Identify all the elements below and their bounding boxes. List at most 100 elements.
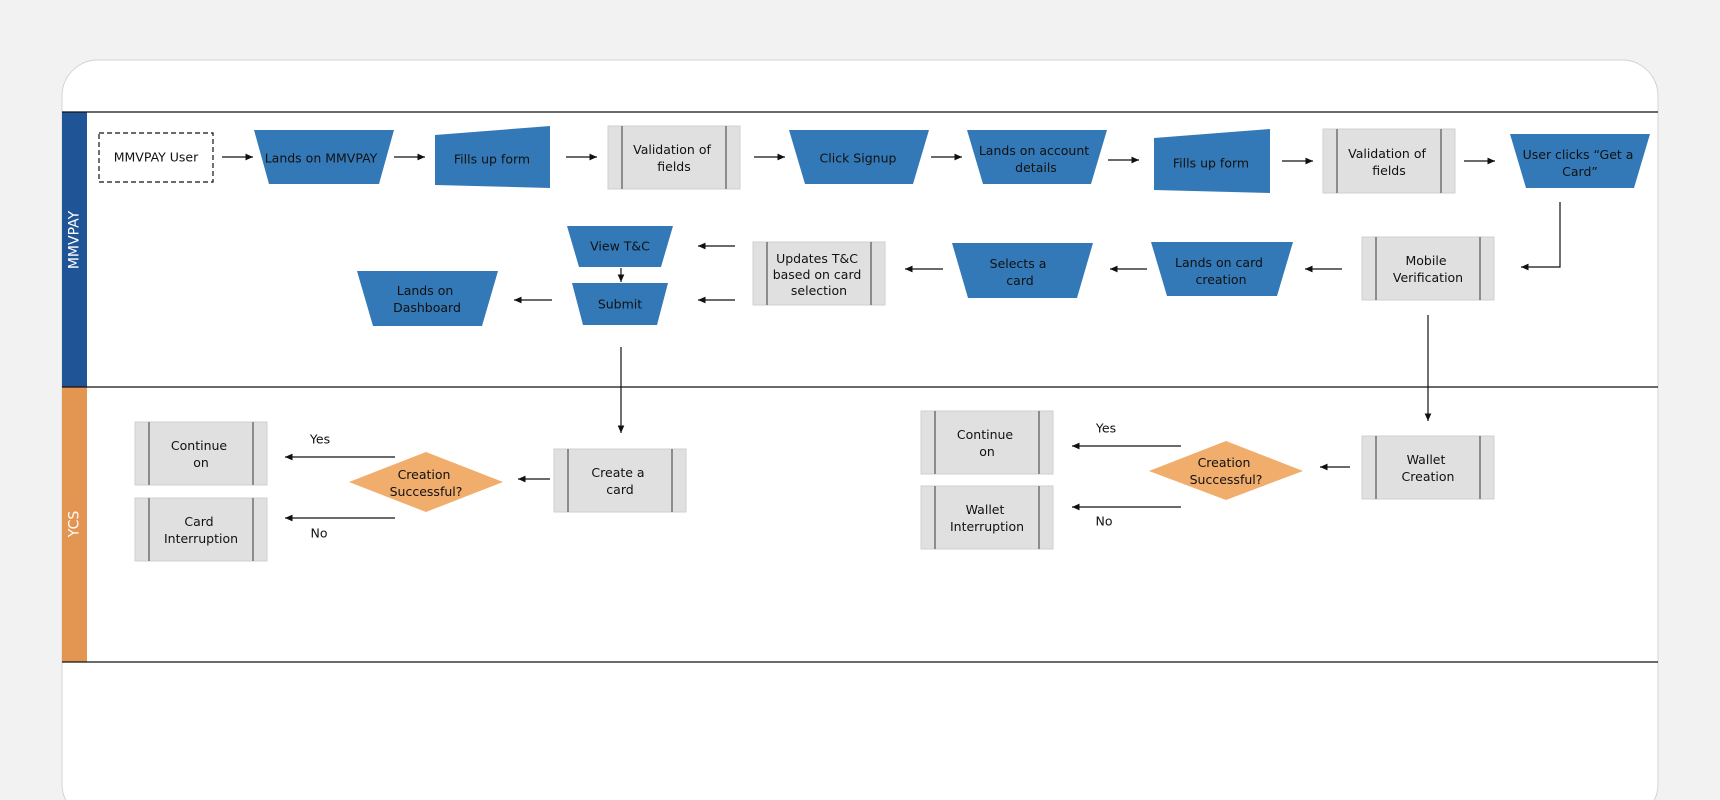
connectors: [222, 153, 1561, 522]
node-label: Lands on account details: [979, 143, 1093, 175]
node-label: Selects a card: [990, 256, 1051, 288]
node-label-line: Create a: [591, 465, 644, 480]
edge-label-no-wallet: No: [1096, 514, 1113, 529]
node-mmvpay-user[interactable]: MMVPAY User: [98, 132, 214, 183]
node-label-line: based on card: [773, 267, 862, 282]
edge-label-yes-card: Yes: [309, 432, 330, 447]
node-lands-on-dashboard[interactable]: Lands on Dashboard: [357, 271, 498, 326]
node-label-line: details: [1015, 160, 1057, 175]
node-decision-card[interactable]: Creation Successful?: [349, 452, 503, 512]
node-label-line: User clicks “Get a: [1523, 147, 1634, 162]
node-label-line: Creation: [398, 467, 451, 482]
process-trapezoid-shape: [1510, 134, 1650, 188]
node-label: Wallet Creation: [1402, 452, 1455, 484]
node-label-line: Creation: [1198, 455, 1251, 470]
node-label: Fills up form: [454, 152, 530, 167]
node-lands-on-mmvpay[interactable]: Lands on MMVPAY: [254, 130, 394, 184]
process-trapezoid-shape: [967, 130, 1107, 184]
subprocess-box: [134, 421, 268, 486]
node-submit[interactable]: Submit: [572, 283, 668, 325]
node-label: Mobile Verification: [1393, 253, 1463, 285]
node-label-line: Wallet: [966, 502, 1005, 517]
arrow-getcard-to-mobile: [1521, 202, 1561, 271]
start-actor-box: [98, 132, 214, 183]
node-wallet-interruption[interactable]: Wallet Interruption: [920, 485, 1054, 550]
node-label: Continue on: [957, 427, 1017, 459]
node-label: MMVPAY User: [114, 150, 199, 165]
node-label-line: Card: [184, 514, 213, 529]
node-wallet-creation[interactable]: Wallet Creation: [1361, 435, 1495, 500]
subprocess-box: [607, 125, 741, 190]
node-label: Continue on: [171, 438, 231, 470]
node-label-line: Lands on card: [1175, 255, 1263, 270]
node-label-line: selection: [791, 283, 847, 298]
node-fills-up-form-2[interactable]: Fills up form: [1154, 129, 1270, 193]
process-trapezoid-shape: [1151, 242, 1293, 296]
manual-input-shape: [1154, 129, 1270, 193]
node-label-line: on: [193, 455, 209, 470]
process-trapezoid-shape: [789, 130, 929, 184]
node-label-line: card: [606, 482, 633, 497]
node-label: Validation of fields: [1348, 146, 1430, 178]
subprocess-box: [920, 410, 1054, 475]
node-label-line: Updates T&C: [776, 251, 858, 266]
node-label: Create a card: [591, 465, 648, 497]
node-updates-tc[interactable]: Updates T&C based on card selection: [752, 241, 886, 306]
subprocess-box: [920, 485, 1054, 550]
subprocess-box: [1361, 236, 1495, 301]
node-label-line: Verification: [1393, 270, 1463, 285]
node-label: Lands on MMVPAY: [265, 151, 378, 166]
node-label: View T&C: [590, 239, 650, 254]
node-label-line: Successful?: [1190, 472, 1263, 487]
node-view-tc[interactable]: View T&C: [567, 226, 673, 267]
lane-bar-mmvpay: [62, 112, 87, 387]
node-label-line: on: [979, 444, 995, 459]
node-label-line: Validation of: [1348, 146, 1426, 161]
node-continue-on-wallet[interactable]: Continue on: [920, 410, 1054, 475]
node-label-line: Successful?: [390, 484, 463, 499]
lane-bar-ycs: [62, 387, 87, 662]
node-label: Submit: [598, 297, 642, 312]
node-create-a-card[interactable]: Create a card: [553, 448, 687, 513]
node-label: Card Interruption: [164, 514, 238, 546]
node-continue-on-card[interactable]: Continue on: [134, 421, 268, 486]
node-label: Lands on Dashboard: [393, 283, 461, 315]
node-label-line: card: [1006, 273, 1033, 288]
lane-label-ycs: YCS: [67, 511, 83, 539]
node-label-line: creation: [1195, 272, 1246, 287]
node-click-signup[interactable]: Click Signup: [789, 130, 929, 184]
node-label-line: Mobile: [1406, 253, 1447, 268]
node-label-line: Interruption: [950, 519, 1024, 534]
node-label-line: Continue: [171, 438, 228, 453]
node-label: Wallet Interruption: [950, 502, 1024, 534]
subprocess-box: [553, 448, 687, 513]
decision-diamond-shape: [349, 452, 503, 512]
node-label-line: Continue: [957, 427, 1014, 442]
node-validation-2[interactable]: Validation of fields: [1322, 128, 1456, 194]
node-decision-wallet[interactable]: Creation Successful?: [1149, 441, 1303, 500]
decision-diamond-shape: [1149, 441, 1303, 500]
node-label-line: fields: [1372, 163, 1405, 178]
node-label: Validation of fields: [633, 142, 715, 174]
node-label: Click Signup: [820, 151, 897, 166]
node-label-line: Lands on account: [979, 143, 1089, 158]
node-selects-a-card[interactable]: Selects a card: [952, 243, 1093, 298]
node-validation-1[interactable]: Validation of fields: [607, 125, 741, 190]
node-label-line: Wallet: [1407, 452, 1446, 467]
node-label-line: Validation of: [633, 142, 711, 157]
subprocess-box: [1361, 435, 1495, 500]
node-label-line: Card”: [1562, 164, 1598, 179]
node-lands-on-account-details[interactable]: Lands on account details: [967, 130, 1107, 184]
node-fills-up-form-1[interactable]: Fills up form: [435, 126, 550, 188]
node-lands-on-card-creation[interactable]: Lands on card creation: [1151, 242, 1293, 296]
process-trapezoid-shape: [357, 271, 498, 326]
node-label-line: Lands on: [397, 283, 454, 298]
subprocess-box: [752, 241, 886, 306]
node-label-line: Selects a: [990, 256, 1047, 271]
node-mobile-verification[interactable]: Mobile Verification: [1361, 236, 1495, 301]
node-label: Creation Successful?: [390, 467, 463, 499]
node-card-interruption[interactable]: Card Interruption: [134, 497, 268, 562]
process-trapezoid-shape: [254, 130, 394, 184]
node-label: Updates T&C based on card selection: [773, 251, 866, 298]
node-user-clicks-get-card[interactable]: User clicks “Get a Card”: [1510, 134, 1650, 188]
